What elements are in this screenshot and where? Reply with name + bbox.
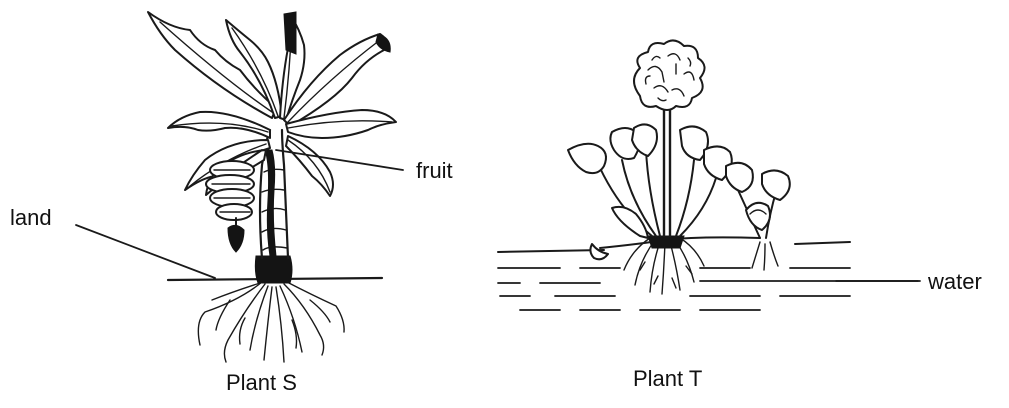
plant-s-roots <box>198 282 344 362</box>
plant-t-roots <box>624 238 778 294</box>
land-pointer-line <box>76 225 215 278</box>
water-label: water <box>928 271 982 293</box>
water-lines <box>498 268 920 310</box>
plant-t-leaves <box>568 124 732 238</box>
fruit-pointer-line <box>276 150 403 170</box>
plant-t-drawing <box>498 40 920 310</box>
plant-t-flower <box>634 40 705 110</box>
plant-t-label: Plant T <box>633 368 702 390</box>
plant-s-label: Plant S <box>226 372 297 394</box>
plant-t-offshoot <box>726 163 790 238</box>
plant-s-stem-shade <box>265 150 276 256</box>
fruit-label: fruit <box>416 160 453 182</box>
plant-s-drawing <box>76 12 403 362</box>
plant-s-corm <box>255 256 292 283</box>
land-label: land <box>10 207 52 229</box>
